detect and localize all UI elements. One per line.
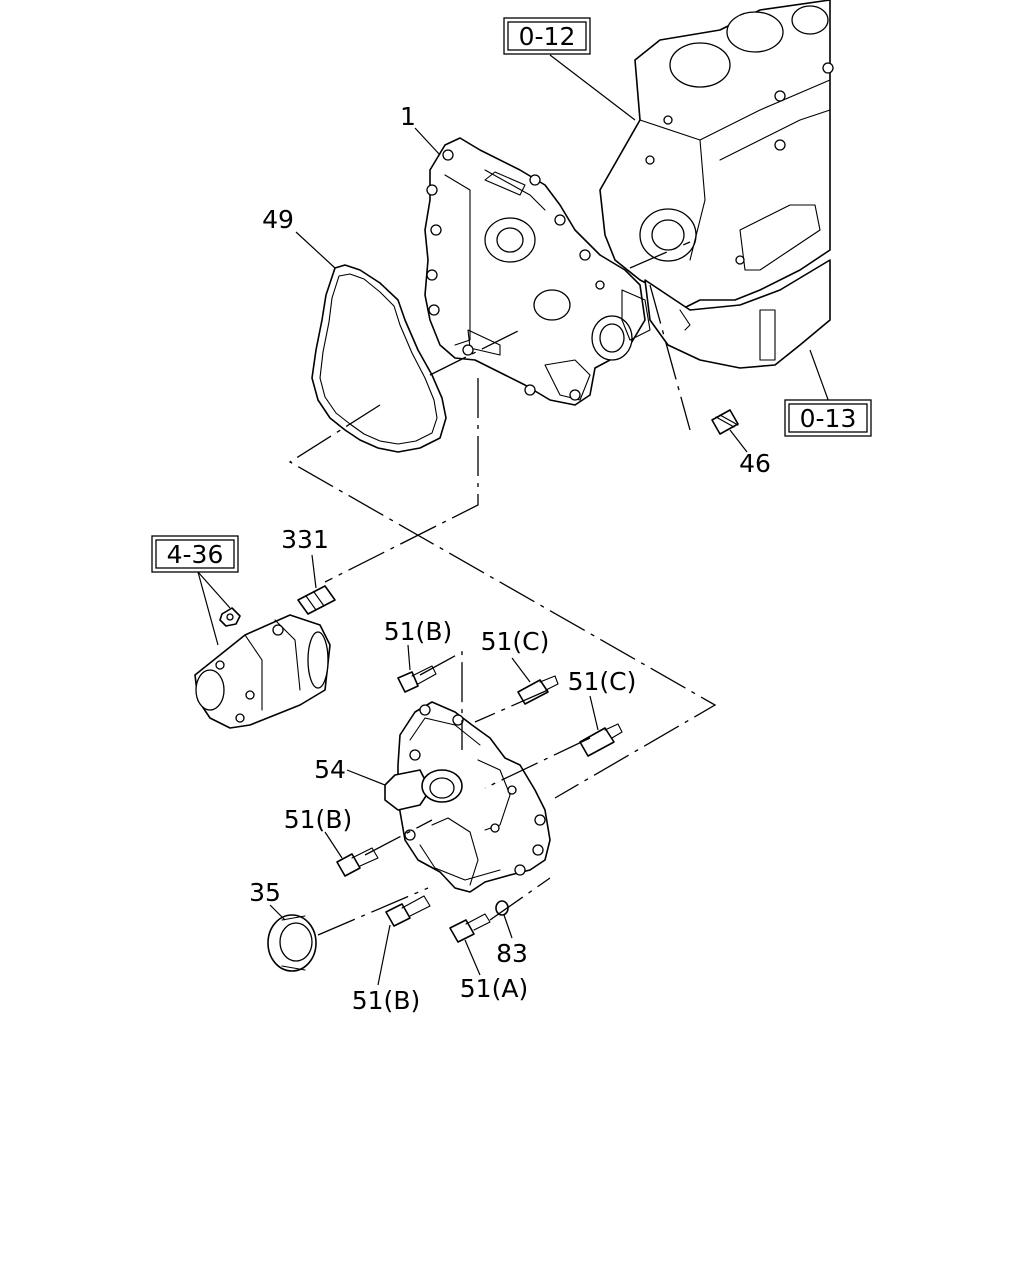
vacuum-pump bbox=[194, 607, 331, 729]
callout-54: 54 bbox=[314, 755, 346, 784]
bolt-51b-mid bbox=[336, 847, 379, 877]
center-lines bbox=[288, 241, 717, 936]
callout-46: 46 bbox=[739, 449, 771, 478]
bolt-51c-1 bbox=[517, 675, 559, 705]
oil-seal-54 bbox=[384, 769, 463, 811]
callout-51c-1: 51(C) bbox=[481, 627, 550, 656]
callout-331: 331 bbox=[281, 525, 329, 554]
callout-51a: 51(A) bbox=[460, 974, 528, 1003]
ref-box-0-13: 0-13 bbox=[784, 399, 872, 437]
callout-1: 1 bbox=[400, 102, 416, 131]
ref-0-12-label: 0-12 bbox=[519, 22, 576, 51]
engine-block bbox=[599, 0, 834, 369]
ref-box-0-12: 0-12 bbox=[503, 17, 591, 55]
timing-gear-case bbox=[424, 137, 651, 406]
gasket bbox=[311, 264, 447, 453]
oil-seal-35 bbox=[267, 914, 317, 972]
ref-box-4-36: 4-36 bbox=[151, 535, 239, 573]
ref-0-13-label: 0-13 bbox=[800, 404, 857, 433]
stud-331 bbox=[297, 585, 336, 615]
callouts: 1 49 46 331 51(B) 51(C) 51(C) 54 51(B) 3… bbox=[249, 102, 771, 1015]
callout-49: 49 bbox=[262, 205, 294, 234]
callout-51b-top: 51(B) bbox=[384, 617, 452, 646]
leader-lines bbox=[197, 54, 831, 986]
bolt-51b-bot bbox=[385, 895, 431, 927]
bolt-51a bbox=[449, 913, 491, 943]
callout-83: 83 bbox=[496, 939, 528, 968]
callout-35: 35 bbox=[249, 878, 281, 907]
ref-4-36-label: 4-36 bbox=[167, 540, 224, 569]
callout-51b-mid: 51(B) bbox=[284, 805, 352, 834]
callout-51b-bot: 51(B) bbox=[352, 986, 420, 1015]
callout-51c-2: 51(C) bbox=[568, 667, 637, 696]
bolt-51b-top bbox=[397, 665, 437, 693]
stud-46 bbox=[711, 409, 739, 435]
bolt-51c-2 bbox=[579, 723, 623, 757]
